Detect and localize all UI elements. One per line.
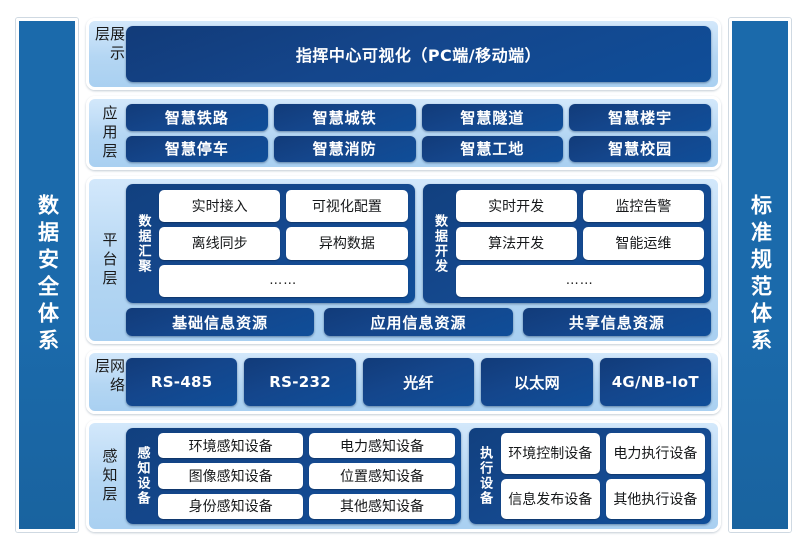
sensing-item-location[interactable]: 位置感知设备 [309,463,455,489]
aggregation-item-more[interactable]: …… [159,264,408,297]
layer-application: 应用层 智慧铁路 智慧城铁 智慧隧道 智慧楼宇 智慧停车 智慧消防 智慧工地 智… [86,96,721,170]
sensing-item-environment[interactable]: 环境感知设备 [158,433,304,459]
perception-group-sensing-devices: 感知设备 环境感知设备 电力感知设备 图像感知设备 位置感知设备 [126,428,461,524]
app-item-smart-construction-site[interactable]: 智慧工地 [421,135,564,162]
actuating-item-info-release[interactable]: 信息发布设备 [500,478,600,519]
platform-group-data-aggregation: 数据汇聚 实时接入 可视化配置 离线同步 异构数据 …… [126,184,415,303]
layer-presentation: 展示层 指挥中心可视化（PC端/移动端） [86,18,721,90]
resource-item-application-info[interactable]: 应用信息资源 [324,308,513,336]
app-item-smart-railway[interactable]: 智慧铁路 [126,104,268,131]
network-item-rs232[interactable]: RS-232 [244,358,356,406]
actuating-item-power-execution[interactable]: 电力执行设备 [605,433,706,474]
development-item-more[interactable]: …… [455,264,704,297]
group-grid-data-development: 实时开发 监控告警 算法开发 智能运维 …… [455,190,704,297]
app-item-smart-building[interactable]: 智慧楼宇 [569,104,711,131]
perception-groups: 感知设备 环境感知设备 电力感知设备 图像感知设备 位置感知设备 [126,428,711,524]
development-item-realtime-dev[interactable]: 实时开发 [455,190,577,223]
platform-groups: 数据汇聚 实时接入 可视化配置 离线同步 异构数据 …… [126,184,711,303]
sensing-row-1: 环境感知设备 电力感知设备 [158,433,455,459]
presentation-command-center-box[interactable]: 指挥中心可视化（PC端/移动端） [126,26,711,82]
network-item-rs485[interactable]: RS-485 [126,358,238,406]
layer-perception: 感知层 感知设备 环境感知设备 电力感知设备 图像感知设备 [86,420,721,532]
layer-perception-label: 感知层 [100,447,119,505]
group-title-data-aggregation: 数据汇聚 [135,213,151,274]
aggregation-item-offline-sync[interactable]: 离线同步 [159,227,281,260]
aggregation-item-visual-config[interactable]: 可视化配置 [286,190,408,223]
actuating-item-other[interactable]: 其他执行设备 [605,478,706,519]
app-item-smart-firefighting[interactable]: 智慧消防 [273,135,416,162]
network-item-ethernet[interactable]: 以太网 [481,358,593,406]
right-pillar-label: 标准规范体系 [748,194,773,356]
development-row-3: …… [455,264,704,297]
application-row-2: 智慧停车 智慧消防 智慧工地 智慧校园 [126,135,711,162]
app-item-smart-parking[interactable]: 智慧停车 [126,135,268,162]
development-row-1: 实时开发 监控告警 [455,190,704,223]
layer-perception-body: 感知设备 环境感知设备 电力感知设备 图像感知设备 位置感知设备 [126,428,711,524]
network-item-4g-nbiot[interactable]: 4G/NB-IoT [599,358,712,406]
layer-platform-label: 平台层 [100,231,119,289]
layer-stack: 展示层 指挥中心可视化（PC端/移动端） 应用层 智慧铁路 智慧城铁 智慧隧道 … [86,18,721,532]
sensing-row-2: 图像感知设备 位置感知设备 [158,463,455,489]
layer-network: 网络层 RS-485 RS-232 光纤 以太网 4G/NB-IoT [86,350,721,414]
layer-application-label: 应用层 [100,104,119,162]
development-item-monitor-alarm[interactable]: 监控告警 [582,190,704,223]
sensing-row-3: 身份感知设备 其他感知设备 [158,493,455,519]
aggregation-item-realtime-ingest[interactable]: 实时接入 [159,190,281,223]
group-grid-sensing-devices: 环境感知设备 电力感知设备 图像感知设备 位置感知设备 身份感知设备 其他感知设… [158,433,455,519]
layer-platform: 平台层 数据汇聚 实时接入 可视化配置 离线同步 异 [86,176,721,344]
development-item-algorithm-dev[interactable]: 算法开发 [455,227,577,260]
layer-network-body: RS-485 RS-232 光纤 以太网 4G/NB-IoT [126,358,712,406]
group-title-actuating-devices: 执行设备 [477,446,493,506]
actuating-row-2: 信息发布设备 其他执行设备 [500,478,706,519]
layer-presentation-label: 展示层 [93,26,126,64]
resource-item-shared-info[interactable]: 共享信息资源 [522,308,711,336]
right-pillar-standards: 标准规范体系 [729,18,791,532]
aggregation-row-3: …… [159,264,408,297]
group-title-sensing-devices: 感知设备 [134,446,150,506]
application-row-1: 智慧铁路 智慧城铁 智慧隧道 智慧楼宇 [126,104,711,131]
resource-item-basic-info[interactable]: 基础信息资源 [126,308,315,336]
layer-application-body: 智慧铁路 智慧城铁 智慧隧道 智慧楼宇 智慧停车 智慧消防 智慧工地 智慧校园 [126,104,711,162]
perception-group-actuating-devices: 执行设备 环境控制设备 电力执行设备 信息发布设备 其他执行设备 [468,428,711,524]
network-item-optical-fiber[interactable]: 光纤 [362,358,475,406]
development-row-2: 算法开发 智能运维 [455,227,704,260]
sensing-item-identity[interactable]: 身份感知设备 [158,493,304,519]
app-item-smart-metro[interactable]: 智慧城铁 [273,104,416,131]
aggregation-row-1: 实时接入 可视化配置 [159,190,408,223]
left-pillar-label: 数据安全体系 [35,194,60,356]
app-item-smart-tunnel[interactable]: 智慧隧道 [421,104,564,131]
layer-network-label: 网络层 [93,358,126,396]
group-title-data-development: 数据开发 [432,213,447,274]
group-grid-data-aggregation: 实时接入 可视化配置 离线同步 异构数据 …… [159,190,408,297]
actuating-item-environment-control[interactable]: 环境控制设备 [500,433,600,474]
aggregation-row-2: 离线同步 异构数据 [159,227,408,260]
left-pillar-data-security: 数据安全体系 [16,18,78,532]
actuating-row-1: 环境控制设备 电力执行设备 [500,433,706,474]
app-item-smart-campus[interactable]: 智慧校园 [569,135,711,162]
development-item-smart-ops[interactable]: 智能运维 [582,227,704,260]
layer-presentation-body: 指挥中心可视化（PC端/移动端） [126,26,711,82]
sensing-item-other[interactable]: 其他感知设备 [309,493,455,519]
aggregation-item-heterogeneous-data[interactable]: 异构数据 [286,227,408,260]
sensing-item-power[interactable]: 电力感知设备 [309,433,455,459]
group-grid-actuating-devices: 环境控制设备 电力执行设备 信息发布设备 其他执行设备 [500,433,706,519]
platform-resource-row: 基础信息资源 应用信息资源 共享信息资源 [126,308,711,336]
network-row: RS-485 RS-232 光纤 以太网 4G/NB-IoT [126,358,712,406]
layer-platform-body: 数据汇聚 实时接入 可视化配置 离线同步 异构数据 …… [126,184,711,336]
platform-group-data-development: 数据开发 实时开发 监控告警 算法开发 智能运维 …… [422,184,711,303]
sensing-item-image[interactable]: 图像感知设备 [158,463,304,489]
